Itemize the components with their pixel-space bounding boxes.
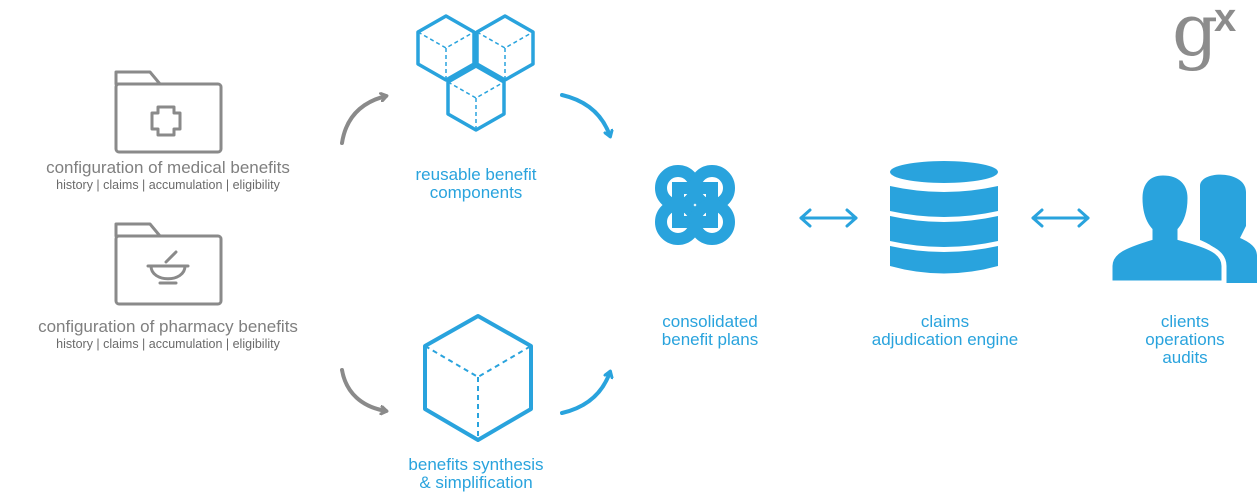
synthesis-line-2: & simplification: [419, 472, 533, 492]
gx-logo: g: [1172, 0, 1219, 72]
synthesis-line-1: benefits synthesis: [408, 455, 544, 474]
clients-line-2: operations: [1145, 329, 1225, 349]
medical-folder-icon: [114, 70, 223, 154]
consolidated-plans-label: consolidated benefit plans: [620, 313, 800, 349]
database-icon: [890, 161, 998, 274]
clients-line-1: clients: [1160, 312, 1210, 331]
arrow-to-synthesis: [340, 368, 386, 411]
arrow-to-reusable: [340, 96, 386, 145]
medical-subtitle: history | claims | accumulation | eligib…: [56, 178, 280, 192]
engine-line-1: claims: [920, 312, 970, 331]
gx-logo-suffix: x: [1214, 0, 1237, 40]
clients-label: clients operations audits: [1115, 313, 1255, 367]
pharmacy-subtitle: history | claims | accumulation | eligib…: [56, 337, 280, 351]
claims-engine-label: claims adjudication engine: [840, 313, 1050, 349]
plans-line-2: benefit plans: [661, 329, 759, 349]
synthesis-label: benefits synthesis & simplification: [376, 456, 576, 492]
arrow-reusable-to-plans: [560, 93, 610, 136]
bidirectional-arrow-icon: [1031, 208, 1090, 228]
pharmacy-source-label: configuration of pharmacy benefits histo…: [0, 318, 336, 351]
reusable-components-label: reusable benefit components: [376, 166, 576, 202]
synthesis-cube-icon: [423, 314, 533, 442]
users-icon: [1107, 170, 1257, 286]
consolidated-plans-icon: [655, 165, 735, 245]
reusable-line-2: components: [429, 182, 523, 202]
reusable-line-1: reusable benefit: [415, 165, 537, 184]
reusable-components-icon: [416, 14, 535, 132]
plans-line-1: consolidated: [662, 312, 758, 331]
pharmacy-title: configuration of pharmacy benefits: [38, 317, 298, 336]
engine-line-2: adjudication engine: [871, 329, 1019, 349]
pharmacy-folder-icon: [114, 222, 223, 306]
medical-source-label: configuration of medical benefits histor…: [0, 159, 336, 192]
bidirectional-arrow-icon: [799, 208, 858, 228]
clients-line-3: audits: [1162, 347, 1208, 367]
arrow-synthesis-to-plans: [560, 372, 610, 415]
medical-title: configuration of medical benefits: [46, 158, 290, 177]
